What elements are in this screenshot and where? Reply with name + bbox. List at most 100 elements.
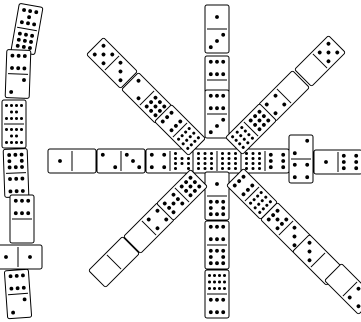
domino-pip [221,206,225,210]
domino-pip [210,162,213,165]
domino-pip [28,255,32,259]
domino-pip [5,141,8,144]
domino-pip [221,118,225,122]
domino-pip [342,166,346,170]
domino-pip [245,167,248,170]
domino-tile[interactable] [205,5,229,53]
domino-pip [174,152,177,155]
domino-pip [354,160,358,164]
domino-pip [221,106,225,110]
domino-pip [204,162,207,165]
domino-pip [218,281,221,284]
domino-pip [252,167,255,170]
domino-pip [197,162,200,165]
domino-pip [354,166,358,170]
domino-pip [15,128,18,131]
domino-tile[interactable] [2,100,26,148]
domino-pip [213,281,216,284]
domino-pip [15,117,18,120]
domino-pip [342,160,346,164]
domino-pip [187,162,190,165]
domino-tile[interactable] [10,195,34,243]
domino-pip [10,135,13,138]
domino-pip [210,157,213,160]
domino-pip [258,157,261,160]
domino-pip [14,211,18,215]
domino-pip [125,153,129,157]
domino-pip [58,159,62,163]
domino-pip [10,104,13,107]
domino-pip [10,141,13,144]
domino-pip [215,225,219,229]
domino-tile[interactable] [289,135,313,183]
domino-pip [209,237,213,241]
domino-pip [305,163,309,167]
domino-tile[interactable] [4,269,31,319]
domino-tile[interactable] [5,50,31,99]
domino-pip [10,117,13,120]
domino-pip [209,45,213,49]
domino-pip [252,162,255,165]
domino-pip [15,135,18,138]
domino-tile[interactable] [205,221,229,269]
domino-pip [252,157,255,160]
domino-pip [209,60,213,64]
domino-pip [215,237,219,241]
domino-pip [234,152,237,155]
domino-tile[interactable] [205,270,229,318]
domino-pip [210,167,213,170]
domino-pip [258,167,261,170]
domino-pip [245,162,248,165]
domino-pip [210,152,213,155]
domino-tile[interactable] [193,149,241,173]
domino-pip [150,153,154,157]
domino-pip [221,225,225,229]
domino-pip [281,153,285,157]
domino-pip [215,298,219,302]
domino-pip [305,139,309,143]
domino-pip [15,111,18,114]
domino-pip [324,160,328,164]
domino-pip [209,298,213,302]
domino-pip [204,152,207,155]
domino-pip [215,310,219,314]
domino-pip [15,141,18,144]
domino-divider [8,74,28,75]
domino-tile[interactable] [241,149,289,173]
domino-pip [221,94,225,98]
domino-pip [209,225,213,229]
domino-pip [213,287,216,290]
domino-pip [215,124,219,128]
domino-pip [223,281,226,284]
domino-tile[interactable] [295,36,346,87]
domino-pip [209,261,213,265]
domino-pip [20,128,23,131]
domino-pip [209,106,213,110]
domino-pip [162,153,166,157]
domino-tile[interactable] [3,149,29,198]
domino-pip [208,287,211,290]
domino-pip [221,255,225,259]
domino-pip [305,175,309,179]
domino-pip [269,153,273,157]
domino-pip [26,211,30,215]
domino-tile[interactable] [205,172,229,220]
domino-pip [215,106,219,110]
domino-tile[interactable] [0,245,42,269]
domino-pip [209,72,213,76]
domino-pip [218,287,221,290]
domino-pip [113,165,117,169]
domino-pip [221,212,225,216]
domino-pip [281,159,285,163]
domino-pip [174,167,177,170]
domino-pip [245,157,248,160]
domino-tile[interactable] [11,3,43,54]
domino-tile[interactable] [205,90,229,138]
domino-pip [137,165,141,169]
domino-pip [174,162,177,165]
domino-tile[interactable] [314,150,361,174]
domino-pip [221,157,224,160]
domino-tile[interactable] [48,149,96,173]
domino-tile[interactable] [97,149,145,173]
